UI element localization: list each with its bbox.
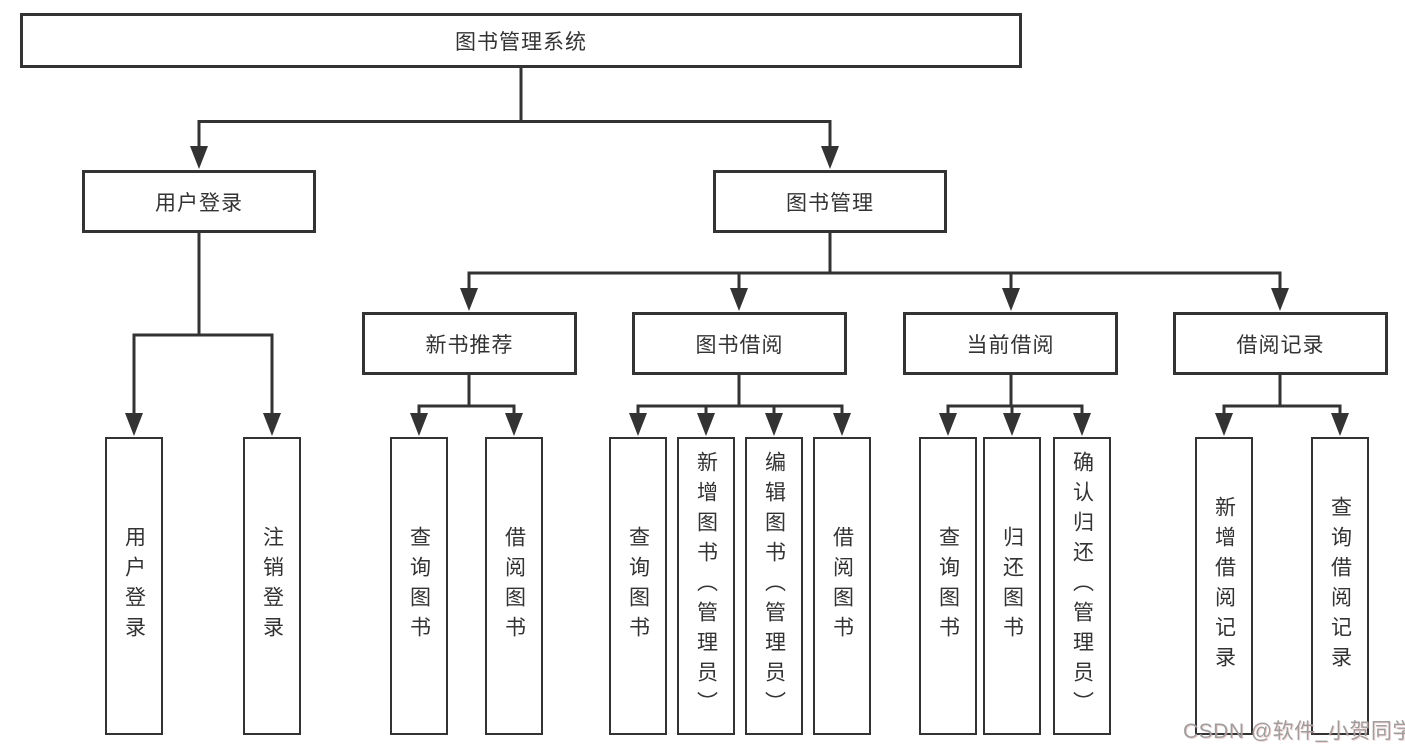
arrowhead-down bbox=[410, 413, 428, 436]
node-borrowing-records: 借阅记录 bbox=[1173, 312, 1388, 375]
node-bb-borrow-books-label: 借阅图书 bbox=[830, 526, 854, 646]
node-bb-query-books: 查询图书 bbox=[609, 437, 667, 735]
node-logout-label: 注销登录 bbox=[260, 526, 284, 646]
node-cb-query-books-label: 查询图书 bbox=[936, 526, 960, 646]
node-nbr-borrow-books-label: 借阅图书 bbox=[502, 526, 526, 646]
connector-new-book-recommend bbox=[410, 373, 523, 436]
node-current-borrowing-label: 当前借阅 bbox=[966, 333, 1055, 357]
node-user-login: 用户登录 bbox=[105, 437, 163, 735]
node-cb-return-books-label: 归还图书 bbox=[1000, 526, 1024, 646]
node-logout: 注销登录 bbox=[243, 437, 301, 735]
arrowhead-down bbox=[190, 146, 208, 169]
arrowhead-down bbox=[1073, 413, 1091, 436]
arrowhead-down bbox=[125, 413, 143, 436]
node-user-login-label: 用户登录 bbox=[122, 526, 146, 646]
arrowhead-down bbox=[460, 288, 478, 311]
arrowhead-down bbox=[1002, 288, 1020, 311]
arrowhead-down bbox=[697, 413, 715, 436]
node-cb-confirm-return-admin-label: 确认归还（管理员） bbox=[1070, 451, 1094, 721]
node-bb-query-books-label: 查询图书 bbox=[626, 526, 650, 646]
node-br-add-record-label: 新增借阅记录 bbox=[1212, 496, 1236, 676]
connector-user-login bbox=[125, 231, 281, 436]
node-bb-add-book-admin: 新增图书（管理员） bbox=[677, 437, 735, 735]
arrowhead-down bbox=[263, 413, 281, 436]
node-new-book-recommend-label: 新书推荐 bbox=[425, 333, 514, 357]
node-book-management: 图书管理 bbox=[713, 170, 947, 233]
node-book-borrowing: 图书借阅 bbox=[632, 312, 847, 375]
connector-current-borrowing bbox=[939, 373, 1091, 436]
node-borrowing-records-label: 借阅记录 bbox=[1236, 333, 1325, 357]
arrowhead-down bbox=[939, 413, 957, 436]
node-bb-edit-book-admin-label: 编辑图书（管理员） bbox=[762, 451, 786, 721]
arrowhead-down bbox=[1215, 413, 1233, 436]
node-bb-edit-book-admin: 编辑图书（管理员） bbox=[745, 437, 803, 735]
csdn-watermark: CSDN @软件_小贺同学 bbox=[1183, 720, 1405, 743]
node-new-book-recommend: 新书推荐 bbox=[362, 312, 577, 375]
node-br-add-record: 新增借阅记录 bbox=[1195, 437, 1253, 735]
node-cb-query-books: 查询图书 bbox=[919, 437, 977, 735]
node-bb-add-book-admin-label: 新增图书（管理员） bbox=[694, 451, 718, 721]
node-current-borrowing: 当前借阅 bbox=[903, 312, 1118, 375]
arrowhead-down bbox=[821, 146, 839, 169]
arrowhead-down bbox=[505, 413, 523, 436]
node-book-borrowing-label: 图书借阅 bbox=[695, 333, 784, 357]
node-user-login-branch-label: 用户登录 bbox=[155, 191, 243, 215]
node-nbr-query-books: 查询图书 bbox=[390, 437, 448, 735]
node-br-query-record-label: 查询借阅记录 bbox=[1328, 496, 1352, 676]
arrowhead-down bbox=[833, 413, 851, 436]
node-nbr-query-books-label: 查询图书 bbox=[407, 526, 431, 646]
arrowhead-down bbox=[765, 413, 783, 436]
arrowhead-down bbox=[1331, 413, 1349, 436]
connector-book-management bbox=[460, 231, 1289, 311]
node-user-login-branch: 用户登录 bbox=[82, 170, 316, 233]
node-bb-borrow-books: 借阅图书 bbox=[813, 437, 871, 735]
node-br-query-record: 查询借阅记录 bbox=[1311, 437, 1369, 735]
connector-root bbox=[190, 66, 839, 169]
node-nbr-borrow-books: 借阅图书 bbox=[485, 437, 543, 735]
arrowhead-down bbox=[730, 288, 748, 311]
node-book-management-label: 图书管理 bbox=[786, 191, 874, 215]
node-cb-confirm-return-admin: 确认归还（管理员） bbox=[1053, 437, 1111, 735]
connector-borrowing-records bbox=[1215, 373, 1349, 436]
node-root: 图书管理系统 bbox=[20, 13, 1022, 68]
node-cb-return-books: 归还图书 bbox=[983, 437, 1041, 735]
connector-book-borrowing bbox=[629, 373, 851, 436]
arrowhead-down bbox=[1003, 413, 1021, 436]
arrowhead-down bbox=[629, 413, 647, 436]
node-root-label: 图书管理系统 bbox=[455, 30, 587, 54]
arrowhead-down bbox=[1271, 288, 1289, 311]
